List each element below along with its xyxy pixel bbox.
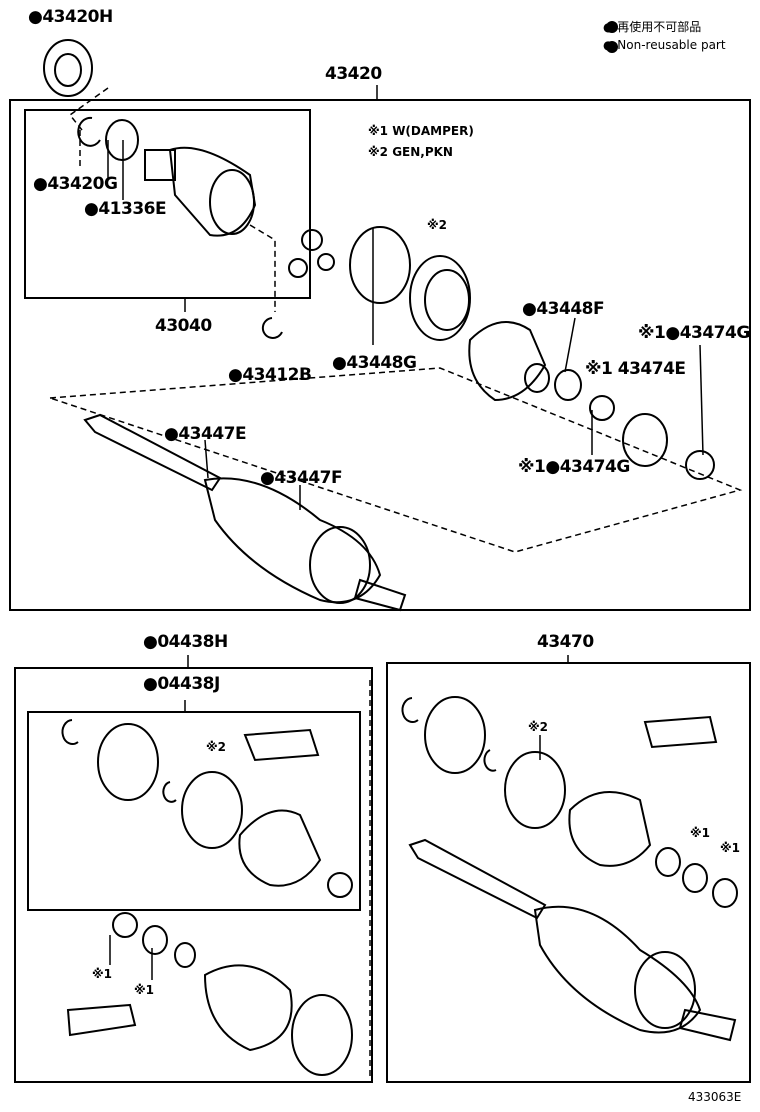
snap-ring-43412B <box>261 317 283 339</box>
part-label-41336E[interactable]: ●41336E <box>84 199 167 219</box>
clamp-c <box>174 942 196 968</box>
inboard-boot <box>468 321 550 402</box>
snap-ring-kit-a <box>61 719 79 745</box>
snap-ring-43470-a <box>401 697 419 723</box>
damper-43474E <box>622 413 668 467</box>
damper-kit <box>181 771 243 849</box>
grease-packet-kit <box>243 728 320 762</box>
clamp-43470-a <box>655 847 681 877</box>
part-label-43412B[interactable]: ●43412B <box>228 365 312 385</box>
assembly-43040-box <box>24 109 311 299</box>
assembly-43470-box <box>386 662 751 1083</box>
mark-damper: ※1 <box>720 841 741 855</box>
mark-gen-pkn: ※2 <box>528 720 549 734</box>
clamp-43470-c <box>712 878 738 908</box>
outboard-boot-kit <box>203 964 293 1052</box>
part-label-43474G-low[interactable]: ※1●43474G <box>518 457 630 477</box>
mark-gen-pkn: ※2 <box>206 740 227 754</box>
boot-43470 <box>568 791 652 867</box>
part-label-43474G-top[interactable]: ※1●43474G <box>638 323 750 343</box>
part-label-43470[interactable]: 43470 <box>537 632 594 652</box>
boot-clamp-43448F <box>554 369 582 401</box>
boot-clamp-43474G-b <box>685 450 715 480</box>
clamp-43470-b <box>682 863 708 893</box>
kit-04438H-box <box>14 667 373 1083</box>
drive-shaft-43470 <box>408 838 737 1042</box>
mark-damper: ※1 <box>134 983 155 997</box>
ring-41336E <box>105 119 139 161</box>
grease-packet-43470 <box>643 715 718 749</box>
part-label-04438H[interactable]: ●04438H <box>143 632 228 652</box>
part-label-04438J[interactable]: ●04438J <box>143 674 220 694</box>
part-label-43420H[interactable]: ●43420H <box>28 7 113 27</box>
part-label-43448F[interactable]: ●43448F <box>522 299 605 319</box>
mark-damper: ※1 <box>92 967 113 981</box>
part-label-43420[interactable]: 43420 <box>325 64 382 84</box>
mark-damper: ※1 <box>690 826 711 840</box>
boot-band-43470 <box>424 696 486 774</box>
clamp-b <box>142 925 168 955</box>
drive-shaft <box>83 413 407 612</box>
legend-en: ● Non-reusable part <box>603 38 726 52</box>
part-label-43474E[interactable]: ※1 43474E <box>585 359 686 379</box>
figure-id: 433063E <box>688 1090 742 1104</box>
dynamic-damper <box>409 255 471 341</box>
part-label-43447E[interactable]: ●43447E <box>164 424 247 444</box>
part-label-43448G[interactable]: ●43448G <box>332 353 417 373</box>
snap-ring-kit-b <box>162 781 177 803</box>
damper-43470 <box>504 751 566 829</box>
assembly-43420-box <box>9 99 751 611</box>
seal-43420H <box>43 39 93 97</box>
boot-kit <box>238 809 322 887</box>
legend-jp: ● 再使用不可部品 <box>603 20 702 34</box>
boot-band-43448G <box>349 226 411 304</box>
note-gen-pkn: ※2 GEN,PKN <box>368 145 453 159</box>
grease-packet-kit-b <box>66 1003 137 1037</box>
snap-ring-43470-b <box>483 749 497 772</box>
part-label-43040[interactable]: 43040 <box>155 316 212 336</box>
inboard-joint-housing <box>144 146 257 237</box>
snap-ring-43420G <box>77 116 101 147</box>
mark-gen-pkn: ※2 <box>427 218 448 232</box>
clamp-kit <box>327 872 353 898</box>
legend-bullet-icon <box>606 21 618 33</box>
clamp-a <box>112 912 138 938</box>
part-label-43447F[interactable]: ●43447F <box>260 468 343 488</box>
legend-bullet-icon <box>606 41 618 53</box>
boot-band-kit <box>97 723 159 801</box>
boot-band-outboard-kit <box>291 994 353 1076</box>
part-label-43420G[interactable]: ●43420G <box>33 174 118 194</box>
boot-clamp-43474G-a <box>589 395 615 421</box>
tripod-joint <box>288 229 335 278</box>
note-damper: ※1 W(DAMPER) <box>368 124 474 138</box>
kit-04438J-box <box>27 711 361 911</box>
